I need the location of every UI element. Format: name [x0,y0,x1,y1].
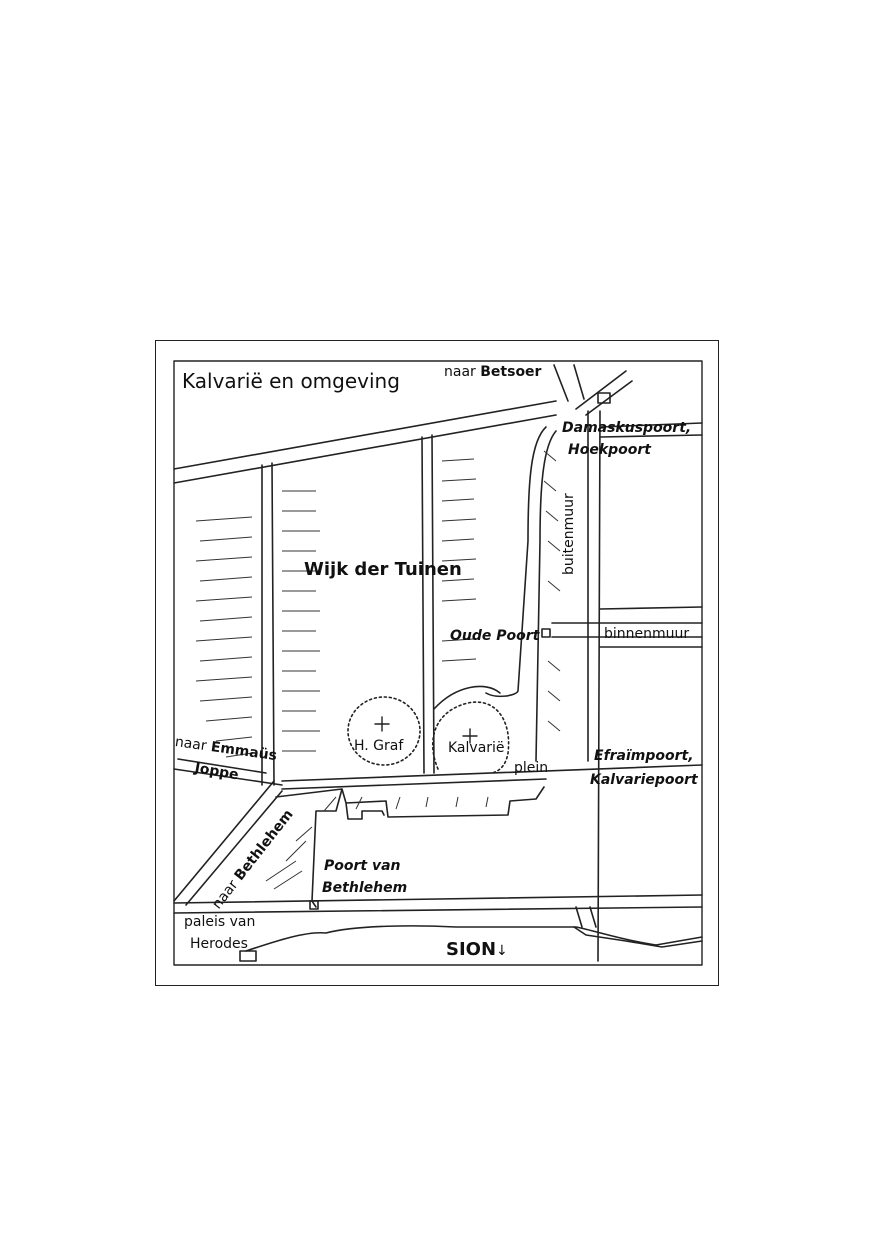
oude-poort-gate-icon [541,628,551,638]
road-bethlehem-b [185,790,283,906]
road-east-b [599,422,703,438]
h-graf-hill [347,696,421,766]
map-frame: Kalvarië en omgeving naar Betsoer Damask… [155,340,719,986]
road-south-connector [575,906,597,928]
city-wall-zigzag [275,786,545,908]
naar-betsoer-prefix: naar [444,364,476,380]
sion-arrow-icon: ↓ [496,943,508,959]
label-poort-van-bethlehem-line1: Poort van [324,858,401,874]
road-betsoer [553,364,585,402]
buitenmuur-wall-2 [535,430,557,762]
label-paleis-line1: paleis van [184,914,256,930]
wall-east-2 [597,410,601,962]
road-east-a [599,606,703,648]
label-wijk-der-tuinen: Wijk der Tuinen [304,559,462,580]
label-paleis-line2: Herodes [190,936,248,952]
damaskus-road [575,370,633,416]
label-damaskuspoort-line2: Hoekpoort [568,442,651,458]
road-emmaus-b [177,758,267,774]
label-damaskuspoort-line1: Damaskuspoort, [562,420,692,436]
road-south-2 [281,778,547,790]
naar-betsoer-name: Betsoer [480,364,542,380]
kalvarie-cross-icon [462,728,478,744]
label-kalvarie: Kalvarië [448,740,505,756]
street-v1 [261,462,275,786]
label-buitenmuur: buitenmuur [561,493,577,575]
garden-hatching [195,450,561,890]
map-title: Kalvarië en omgeving [182,369,400,393]
road-far-south-2 [173,906,703,914]
map-drawing [173,360,703,966]
label-h-graf: H. Graf [354,738,404,754]
sion-wall-2 [573,926,703,948]
h-graf-cross-icon [374,716,390,732]
label-efraimpoort-line2: Kalvariepoort [590,772,698,788]
label-binnenmuur: binnenmuur [604,626,690,642]
label-sion: SION↓ [446,941,508,959]
sion-text: SION [446,939,497,960]
label-naar-betsoer: naar Betsoer [444,365,541,379]
road-top-diagonal-lower [173,414,557,484]
herodes-palace-icon [239,950,257,962]
buitenmuur-wall [485,426,547,698]
label-oude-poort: Oude Poort [450,628,540,644]
road-emmaus-a [173,768,283,786]
label-plein: plein [514,760,549,776]
label-efraimpoort-line1: Efraïmpoort, [594,748,694,764]
binnenmuur-wall [551,622,703,638]
map-inner-border [173,360,703,966]
road-south-1 [281,764,703,782]
sion-wall [245,925,703,952]
kalvarie-ridge [433,685,501,710]
damaskus-gate-icon [597,392,611,404]
road-far-south-1 [173,894,703,904]
label-poort-van-bethlehem-line2: Bethlehem [322,880,408,896]
street-v2 [421,434,435,774]
bethlehem-gate-icon [309,900,319,910]
road-bethlehem-a [173,780,275,902]
road-top-diagonal-upper [173,400,557,470]
